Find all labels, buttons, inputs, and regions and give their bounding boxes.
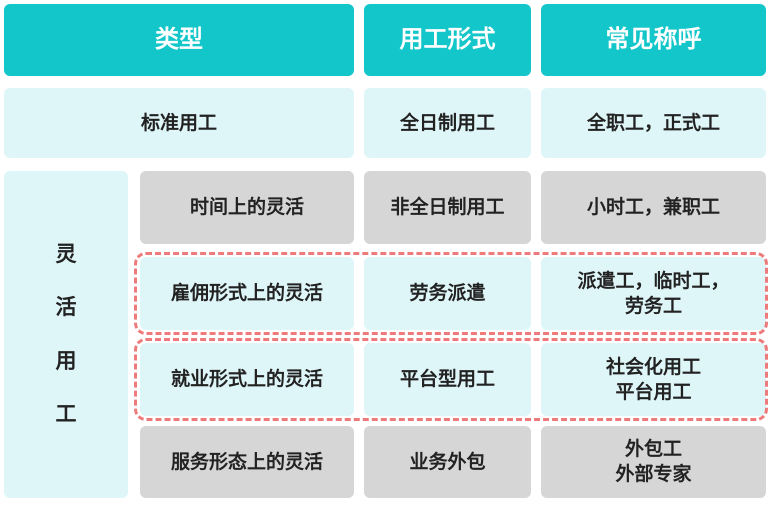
standard-form: 全日制用工 (364, 88, 531, 158)
flex-row-1-type: 时间上的灵活 (140, 171, 354, 244)
header-form: 用工形式 (364, 4, 531, 76)
flex-row-2-common-name: 派遣工，临时工， 劳务工 (541, 257, 766, 330)
standard-type: 标准用工 (4, 88, 354, 158)
common-name-line: 外包工 (624, 438, 682, 461)
flex-row-4-type: 服务形态上的灵活 (140, 426, 354, 498)
flexible-label: 灵 活 用 工 (4, 171, 128, 498)
flexible-label-char: 活 (55, 295, 77, 320)
common-name-line: 劳务工 (624, 294, 682, 317)
standard-common-name: 全职工，正式工 (541, 88, 766, 158)
header-type: 类型 (4, 4, 354, 76)
flex-row-2-type: 雇佣形式上的灵活 (140, 257, 354, 330)
flexible-label-char: 灵 (55, 241, 77, 266)
flex-row-1-common-name: 小时工，兼职工 (541, 171, 766, 244)
flex-row-3-form: 平台型用工 (364, 343, 531, 416)
common-name-line: 派遣工，临时工， (577, 269, 730, 292)
flex-row-3-common-name: 社会化用工 平台用工 (541, 343, 766, 416)
flex-row-4-form: 业务外包 (364, 426, 531, 498)
flex-row-2-form: 劳务派遣 (364, 257, 531, 330)
flex-row-4-common-name: 外包工 外部专家 (541, 426, 766, 498)
common-name-line: 社会化用工 (605, 355, 701, 378)
common-name-line: 外部专家 (615, 463, 692, 485)
header-common-name: 常见称呼 (541, 4, 766, 76)
flexible-label-char: 工 (55, 401, 77, 426)
flex-row-3-type: 就业形式上的灵活 (140, 343, 354, 416)
common-name-line: 平台用工 (615, 380, 692, 403)
flex-row-1-form: 非全日制用工 (364, 171, 531, 244)
flexible-label-char: 用 (55, 348, 77, 373)
